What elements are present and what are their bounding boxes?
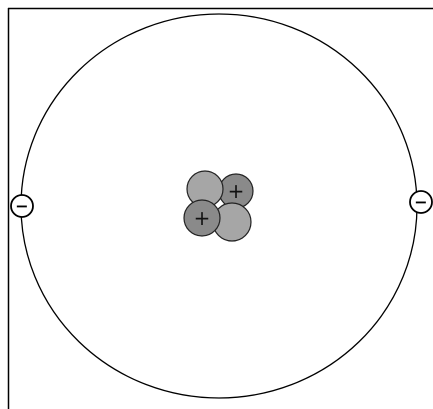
proton-sign: +: [194, 206, 211, 230]
proton: +: [184, 200, 220, 236]
electron-orbit: [21, 14, 417, 398]
proton-sign: +: [228, 179, 245, 203]
electron-right: −: [410, 191, 432, 213]
electron-sign: −: [15, 197, 28, 216]
electron-left: −: [11, 195, 33, 217]
nucleus: + +: [184, 171, 253, 241]
electron-sign: −: [414, 193, 427, 212]
